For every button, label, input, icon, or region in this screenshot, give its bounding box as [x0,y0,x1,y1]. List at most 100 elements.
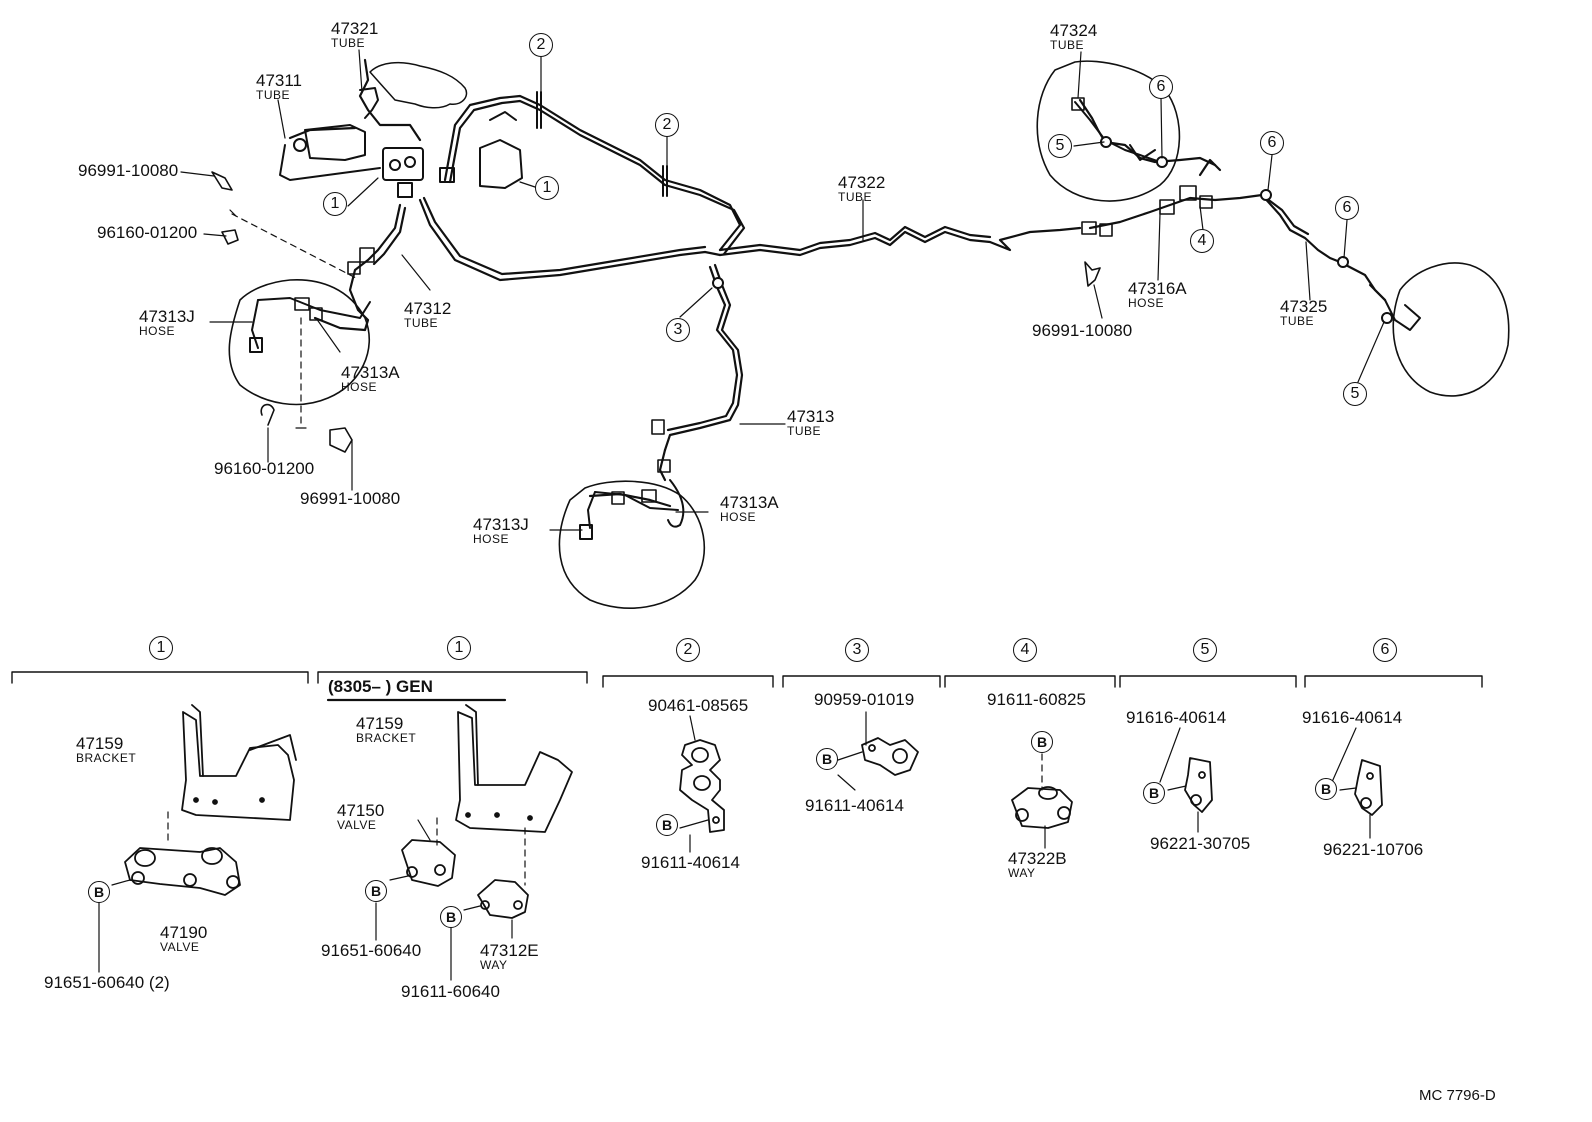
part-type: VALVE [160,940,200,954]
part-type: TUBE [838,190,873,204]
clip-parts [212,172,1100,452]
front-left-brake-drum [229,280,370,405]
guide-lines [168,214,1042,885]
part-type: BRACKET [76,751,137,765]
clip-markers [537,92,667,196]
part-number: 47322 [838,173,886,192]
section-dividers [12,672,1482,700]
part-type: TUBE [256,88,291,102]
bottom-leader-lines [99,712,1370,980]
part-number: 47321 [331,19,379,38]
callout-6-a: 6 [1149,75,1173,99]
callout-5-b: 5 [1343,382,1367,406]
part-number: 47159 [76,734,124,753]
leader-lines [181,50,1384,530]
detail1b-circle: 1 [447,636,471,660]
detail4-bolt-marker: B [1031,731,1053,753]
detail3-circle: 3 [845,638,869,662]
part-number: 47313A [720,493,779,512]
detail1b-bolt1-label: 91651-60640 [321,941,422,960]
part-number: 47312 [404,299,452,318]
detail3-clamp [838,738,918,775]
right-rear-brake-drum [1370,263,1509,396]
callout-1-b: 1 [535,176,559,200]
detail2-clamp [680,740,724,832]
callout-2-b: 2 [655,113,679,137]
part-type: WAY [480,958,508,972]
label-96991-10080-b: 96991-10080 [300,489,401,508]
detail2-circle: 2 [676,638,700,662]
proportioning-valve [383,148,454,197]
part-number: 47150 [337,801,385,820]
detail5-part-label: 91616-40614 [1126,708,1227,727]
detail6-bolt-marker: B [1315,778,1337,800]
detail3-bolt-marker: B [816,748,838,770]
detail1-bolt-marker: B [88,881,110,903]
detail1b-bracket [456,705,572,832]
detail1b-bolt2-marker: B [440,906,462,928]
part-number: 47313A [341,363,400,382]
callout-5-a: 5 [1048,134,1072,158]
part-type: HOSE [720,510,757,524]
detail1-circle: 1 [149,636,173,660]
part-type: WAY [1008,866,1036,880]
part-number: 47312E [480,941,539,960]
part-number: 47316A [1128,279,1187,298]
detail6-clip-label: 96221-10706 [1323,840,1424,859]
detail1-bracket [182,705,296,820]
part-number: 47325 [1280,297,1328,316]
part-number: 47322B [1008,849,1067,868]
part-number: 47324 [1050,21,1098,40]
part-type: TUBE [331,36,366,50]
drawing-code: MC 7796-D [1419,1087,1496,1104]
part-type: HOSE [341,380,378,394]
label-96160-01200-b: 96160-01200 [214,459,315,478]
detail5-bolt-marker: B [1143,782,1165,804]
detail1-valve-body [112,848,240,895]
callout-3: 3 [666,318,690,342]
detail1b-gen-label: (8305– ) GEN [328,677,433,696]
tube-fittings [295,98,1212,504]
label-96991-10080-a: 96991-10080 [78,161,179,180]
detail4-way [1012,787,1072,828]
detail5-clip-label: 96221-30705 [1150,834,1251,853]
part-type: BRACKET [356,731,417,745]
detail4-circle: 4 [1013,638,1037,662]
detail3-bolt-label: 91611-40614 [805,796,904,815]
detail6-part-label: 91616-40614 [1302,708,1403,727]
detail1b-bolt2-label: 91611-60640 [401,982,500,1001]
callout-2-a: 2 [529,33,553,57]
label-96991-10080-c: 96991-10080 [1032,321,1133,340]
part-type: VALVE [337,818,377,832]
part-number: 47313 [787,407,835,426]
part-type: HOSE [1128,296,1165,310]
detail5-clip [1168,758,1212,812]
detail1b-way [464,880,528,918]
part-type: TUBE [1050,38,1085,52]
detail4-part-label: 91611-60825 [987,690,1086,709]
part-number: 47190 [160,923,208,942]
callout-1-a: 1 [323,192,347,216]
right-upper-brake-drum [1037,61,1179,201]
part-number: 47159 [356,714,404,733]
brake-tubes [290,60,1385,506]
part-number: 47313J [473,515,529,534]
detail6-clip [1340,760,1382,815]
junction-points [713,137,1392,323]
